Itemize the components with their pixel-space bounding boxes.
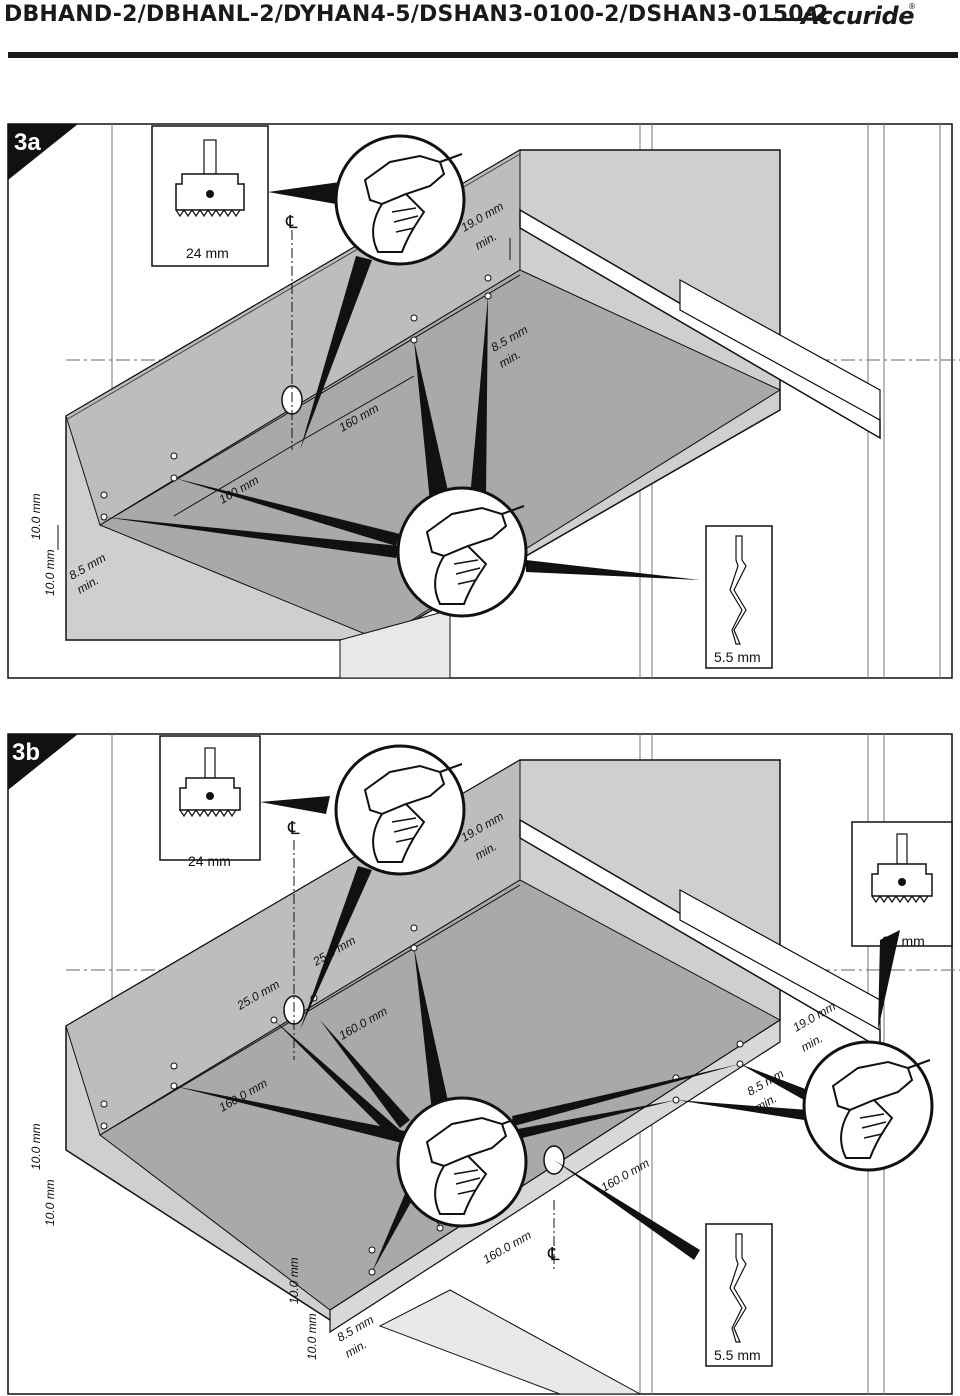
centerline-bottom-3b: ℄ — [547, 1244, 560, 1264]
jig-label-3a: 24 mm — [186, 245, 229, 261]
dim-160-front-right-3b: 160.0 mm — [599, 1156, 652, 1195]
jig-label-right-3b: 24 mm — [882, 933, 925, 949]
dim-19-right-min-3b: min. — [799, 1031, 826, 1054]
panel-badge-3a: 3a — [14, 129, 41, 156]
dim-10-left-top-3b: 10.0 mm — [29, 1123, 43, 1170]
dim-10-front-top-3b: 10.0 mm — [287, 1257, 301, 1304]
centerline-top-3b: ℄ — [287, 818, 300, 838]
panel-badge-3b: 3b — [12, 739, 40, 766]
centerline-3a: ℄ — [285, 212, 298, 232]
figure-3a: 3a 24 mm ℄ 19.0 mm min. 8.5 mm — [7, 123, 960, 679]
dim-10-left-bottom-3b: 10.0 mm — [43, 1179, 57, 1226]
logo-swoosh — [766, 18, 804, 21]
header-rule — [8, 52, 958, 58]
jig-label-left-3b: 24 mm — [188, 853, 231, 869]
drill-bit-label-3b: 5.5 mm — [714, 1347, 761, 1363]
dim-10-top-3a: 10.0 mm — [29, 493, 43, 540]
accuride-logo: Accuride — [801, 2, 914, 30]
dim-10-front-bottom-3b: 10.0 mm — [305, 1313, 319, 1360]
registered-mark: ® — [908, 2, 916, 11]
figure-3b: 3b 24 mm — [7, 733, 960, 1395]
dim-160-front-left-3b: 160.0 mm — [481, 1228, 534, 1267]
dim-10-bottom-3a: 10.0 mm — [43, 549, 57, 596]
document-title: DBHAND-2/DBHANL-2/DYHAN4-5/DSHAN3-0100-2… — [4, 2, 829, 27]
drill-icon — [334, 134, 466, 266]
drill-bit-label-3a: 5.5 mm — [714, 649, 761, 665]
